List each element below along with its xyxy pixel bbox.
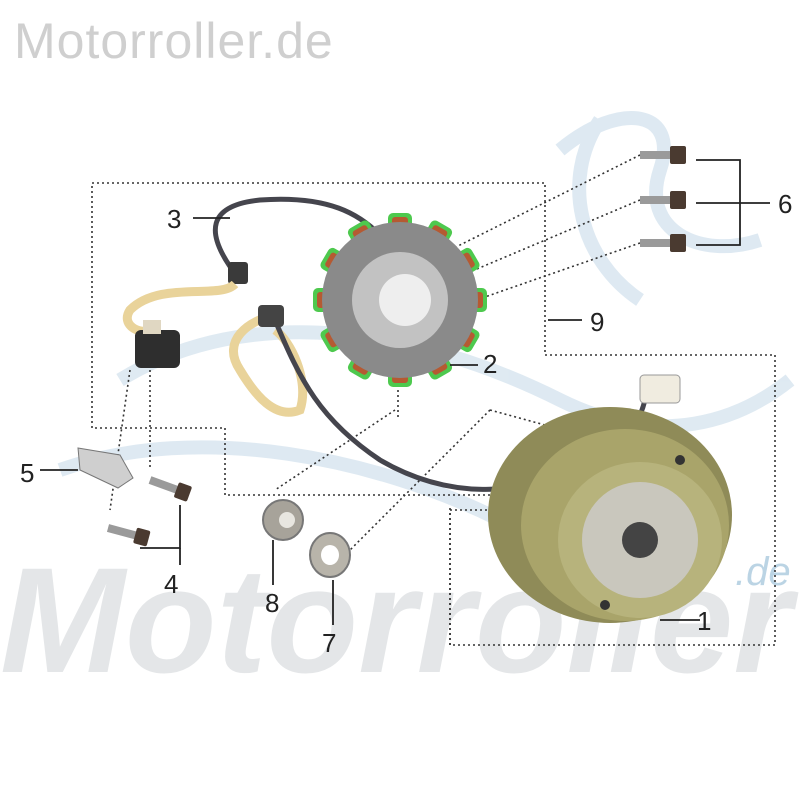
watermark-domain: .de [735,550,791,594]
flywheel-nut [262,499,304,541]
connector-icon [228,262,248,284]
stator-coil [313,213,487,387]
callout-1: 1 [697,606,711,636]
flywheel-rotor [488,407,732,623]
callout-4: 4 [164,569,178,599]
callout-6: 6 [778,189,792,219]
washer [309,532,351,578]
rotor-plug-icon [639,374,681,404]
callout-labels: 1 2 3 4 5 6 7 8 9 [20,189,792,658]
stator-bolts [640,146,686,252]
harness-plug-icon [258,305,284,327]
callout-leader-lines [40,159,770,625]
wire-clamp [77,447,134,489]
site-title: Motorroller.de [14,13,334,69]
pickup-coil [135,320,180,368]
callout-9: 9 [590,307,604,337]
callout-3: 3 [167,204,181,234]
callout-2: 2 [483,349,497,379]
callout-5: 5 [20,458,34,488]
pickup-screws [106,476,192,547]
callout-8: 8 [265,588,279,618]
callout-7: 7 [322,628,336,658]
wiring-harness [123,196,681,492]
